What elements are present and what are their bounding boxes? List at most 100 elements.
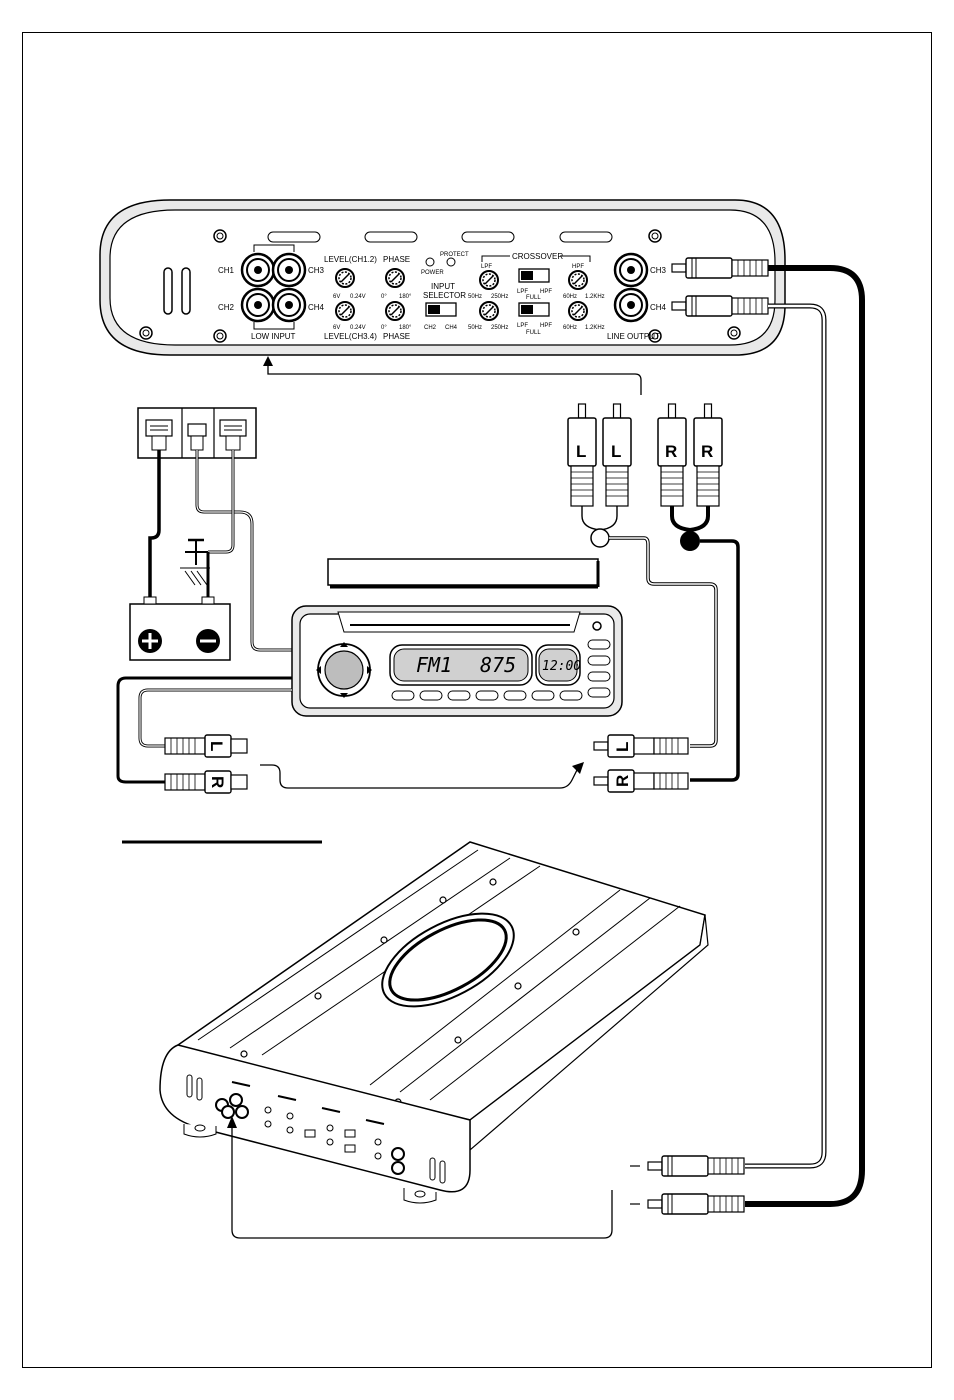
- ch2-label: CH2: [218, 303, 235, 312]
- amp-input-connectors: L R: [594, 735, 688, 792]
- head-unit: FM1 875 12:00: [292, 606, 622, 716]
- phase-top-label: PHASE: [383, 255, 410, 264]
- ch2-input-jack[interactable]: [242, 289, 274, 321]
- plug-l2-label: L: [611, 442, 621, 461]
- phase-bottom-label: PHASE: [383, 332, 410, 341]
- amp2-input-r-plug[interactable]: [648, 1194, 744, 1214]
- head-out-r-label: R: [208, 776, 227, 788]
- clock-display: 12:00: [542, 659, 581, 674]
- svg-text:HPF: HPF: [540, 323, 552, 329]
- crossover-label: CROSSOVER: [512, 252, 563, 261]
- low-input-arrow: [268, 364, 641, 395]
- ch3-label: CH3: [308, 266, 325, 275]
- svg-text:6V: 6V: [333, 325, 340, 331]
- preset-button-7[interactable]: [560, 691, 582, 700]
- svg-text:0.24V: 0.24V: [350, 325, 366, 331]
- side-button-4[interactable]: [588, 688, 610, 697]
- splitter-r-joint: [680, 531, 700, 551]
- plug-l1-label: L: [576, 442, 586, 461]
- line-output-ch4-label: CH4: [650, 303, 667, 312]
- svg-text:6V: 6V: [333, 294, 340, 300]
- ch4-label: CH4: [308, 303, 325, 312]
- amp-in-r-label: R: [613, 775, 632, 787]
- lpf-label: LPF: [481, 264, 492, 270]
- preset-button-5[interactable]: [504, 691, 526, 700]
- band-display: FM1: [416, 653, 452, 677]
- ground-screw: [180, 540, 210, 585]
- ch1-input-jack[interactable]: [242, 254, 274, 286]
- line-output-ch3-jack[interactable]: [615, 254, 647, 286]
- ch3-long-cable: [745, 268, 862, 1204]
- caption-box: [328, 559, 598, 585]
- side-button-2[interactable]: [588, 656, 610, 665]
- hpf-label: HPF: [572, 264, 584, 270]
- input-selector-label: SELECTOR: [423, 291, 466, 300]
- amplifier-3d: [160, 842, 708, 1203]
- svg-text:250Hz: 250Hz: [491, 294, 508, 300]
- phase-top-knob[interactable]: [386, 269, 404, 287]
- svg-text:CH2: CH2: [424, 325, 437, 331]
- lpf-top-knob[interactable]: [480, 271, 498, 289]
- svg-text:180°: 180°: [399, 325, 412, 331]
- line-output-label: LINE OUTPUT: [607, 332, 660, 341]
- ch4-input-jack[interactable]: [273, 289, 305, 321]
- plug-r2-label: R: [701, 442, 713, 461]
- svg-text:INPUT: INPUT: [431, 282, 455, 291]
- preset-button-2[interactable]: [420, 691, 442, 700]
- svg-text:50Hz: 50Hz: [468, 294, 482, 300]
- svg-text:FULL: FULL: [526, 295, 541, 301]
- level-ch34-label: LEVEL(CH3.4): [324, 332, 377, 341]
- preset-button-1[interactable]: [392, 691, 414, 700]
- eject-button[interactable]: [593, 622, 601, 630]
- svg-text:FULL: FULL: [526, 330, 541, 336]
- ch4-long-cable: [745, 306, 824, 1166]
- side-button-3[interactable]: [588, 672, 610, 681]
- hpf-top-knob[interactable]: [569, 271, 587, 289]
- svg-text:CH4: CH4: [445, 325, 458, 331]
- level-ch34-knob[interactable]: [336, 302, 354, 320]
- lpf-bottom-knob[interactable]: [480, 302, 498, 320]
- line-output-ch3-plug[interactable]: [672, 258, 768, 278]
- svg-text:60Hz: 60Hz: [563, 325, 577, 331]
- battery: [130, 597, 230, 660]
- preset-button-3[interactable]: [448, 691, 470, 700]
- preset-button-6[interactable]: [532, 691, 554, 700]
- rca-splitter-set: L L R R: [568, 404, 722, 551]
- low-input-label: LOW INPUT: [251, 332, 296, 341]
- hpf-bottom-knob[interactable]: [569, 302, 587, 320]
- amplifier-panel: CH1 CH3 CH2 CH4 LOW INPUT LEVEL(CH1.2) 6…: [100, 200, 785, 355]
- head-out-l-label: L: [207, 741, 226, 751]
- protect-label: PROTECT: [440, 252, 469, 258]
- level-ch12-label: LEVEL(CH1.2): [324, 255, 377, 264]
- side-button-1[interactable]: [588, 640, 610, 649]
- svg-text:0°: 0°: [381, 294, 387, 300]
- line-output-ch3-label: CH3: [650, 266, 667, 275]
- amp-in-l-label: L: [613, 742, 632, 752]
- ch1-label: CH1: [218, 266, 235, 275]
- splitter-l-joint: [591, 529, 609, 547]
- level-ch12-knob[interactable]: [336, 269, 354, 287]
- svg-text:50Hz: 50Hz: [468, 325, 482, 331]
- svg-text:180°: 180°: [399, 294, 412, 300]
- amp2-input-l-plug[interactable]: [648, 1156, 744, 1176]
- svg-text:LPF: LPF: [517, 323, 528, 329]
- preset-button-4[interactable]: [476, 691, 498, 700]
- line-output-ch4-plug[interactable]: [672, 296, 768, 316]
- svg-text:0°: 0°: [381, 325, 387, 331]
- protect-led: [447, 258, 455, 266]
- svg-text:1.2KHz: 1.2KHz: [585, 294, 605, 300]
- plug-r1-label: R: [665, 442, 677, 461]
- svg-text:60Hz: 60Hz: [563, 294, 577, 300]
- power-led: [426, 258, 434, 266]
- frequency-display: 875: [480, 653, 516, 677]
- phase-bottom-knob[interactable]: [386, 302, 404, 320]
- svg-text:0.24V: 0.24V: [350, 294, 366, 300]
- head-output-connectors: L R: [165, 735, 247, 793]
- svg-text:1.2KHz: 1.2KHz: [585, 325, 605, 331]
- svg-text:HPF: HPF: [540, 289, 552, 295]
- svg-text:250Hz: 250Hz: [491, 325, 508, 331]
- line-output-ch4-jack[interactable]: [615, 289, 647, 321]
- power-label: POWER: [421, 270, 444, 276]
- ch3-input-jack[interactable]: [273, 254, 305, 286]
